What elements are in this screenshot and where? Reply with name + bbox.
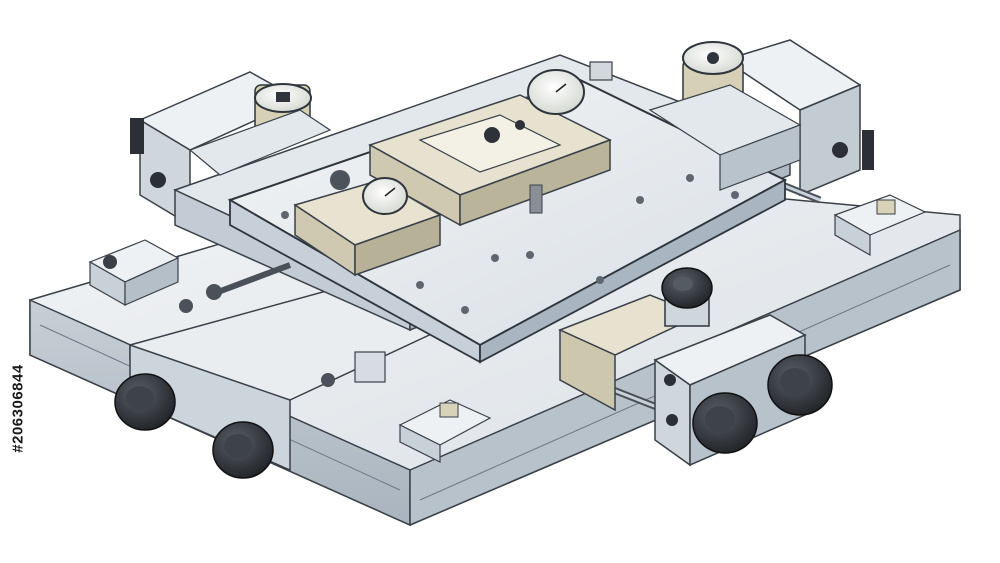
bracket-right [833, 194, 927, 257]
left-gauge-assembly [293, 170, 442, 277]
top-stage-plate [227, 78, 788, 364]
stock-id-text: #206306844 [9, 364, 27, 453]
knob-left-front-2 [212, 421, 274, 479]
bracket-left [88, 239, 180, 307]
knob-right-front-1 [692, 392, 758, 454]
top-center-gauge [527, 61, 613, 115]
back-right-micrometer [648, 41, 802, 191]
top-adjust-knob [661, 267, 713, 327]
back-left-micrometer [188, 83, 332, 176]
center-clamp-assembly [368, 94, 612, 227]
bracket-front-center [398, 399, 492, 463]
knob-left-front-1 [114, 373, 176, 431]
stock-id-label: #206306844 [8, 280, 28, 540]
knob-right-front-2 [767, 354, 833, 416]
back-right-end-block [723, 39, 874, 197]
